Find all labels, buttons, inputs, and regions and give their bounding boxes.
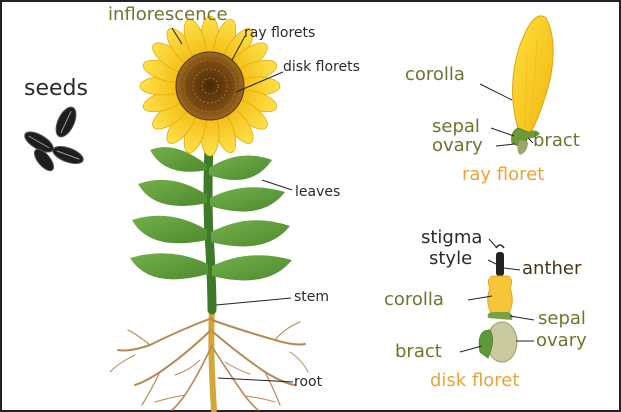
disk-floret-illustration [479,245,517,362]
label-ray-ovary: ovary [432,137,483,155]
title-disk-floret: disk floret [430,372,519,390]
label-ray-bract: bract [533,132,580,150]
label-disk-corolla: corolla [384,291,444,309]
label-stem: stem [294,290,329,304]
label-leaves: leaves [295,185,340,199]
roots [110,308,308,410]
label-anther: anther [522,260,581,278]
label-disk-sepal: sepal [538,310,586,328]
label-root: root [294,375,322,389]
label-ray-corolla: corolla [405,66,465,84]
label-disk-florets: disk florets [283,60,360,74]
label-inflorescence: inflorescence [108,6,228,24]
label-seeds: seeds [24,78,88,100]
label-disk-bract: bract [395,343,442,361]
label-style: style [429,250,472,268]
label-disk-ovary: ovary [536,332,587,350]
label-stigma: stigma [421,229,482,247]
label-ray-florets: ray florets [244,26,315,40]
seeds-illustration [22,104,86,174]
title-ray-floret: ray floret [462,166,544,184]
label-ray-sepal: sepal [432,118,480,136]
